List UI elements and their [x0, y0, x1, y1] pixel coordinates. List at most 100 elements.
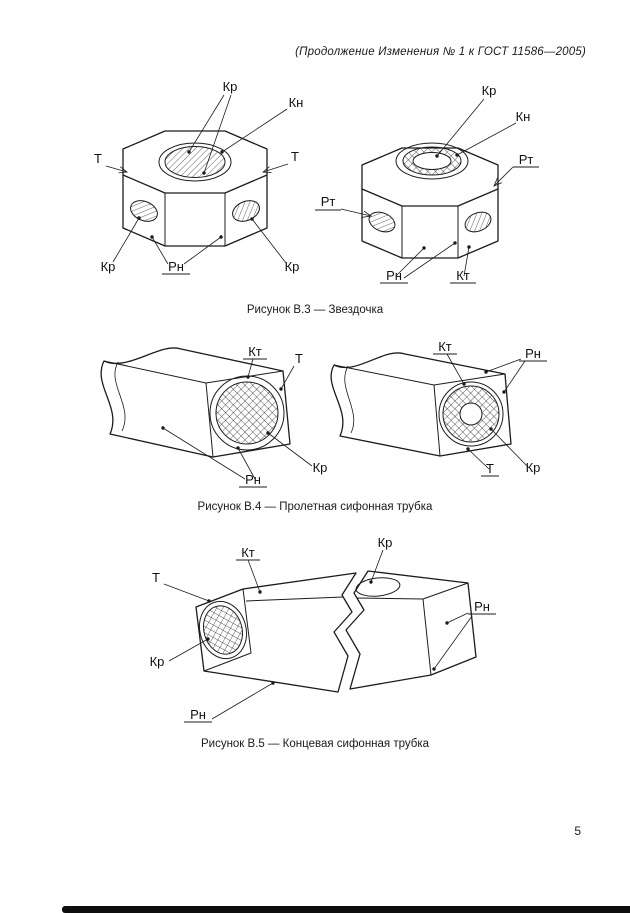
bore-inner [459, 402, 483, 426]
leader-dot [502, 390, 506, 394]
callout-kr-bottom-left: Кр [101, 216, 141, 274]
top-hole-bore [412, 152, 452, 170]
leader-dot [467, 245, 471, 249]
label-kr: Кр [313, 460, 328, 475]
leader-line [168, 638, 209, 662]
wall-ring-outer [442, 385, 500, 443]
tube-left-section-outline [195, 572, 357, 693]
leader-dot [455, 153, 459, 157]
label-rt: Рт [519, 152, 534, 167]
callout-t: Т [466, 447, 499, 477]
callout-rn: Рн [484, 346, 547, 394]
leader-line [263, 163, 289, 172]
right-end-edges [422, 582, 469, 676]
leader-line [247, 358, 254, 378]
top-hole-ring-hatched [403, 147, 461, 175]
side-hole-right [464, 211, 492, 233]
leader-dot [279, 387, 283, 391]
break-wavy-line [114, 361, 126, 432]
callout-kn: Кн [220, 95, 303, 154]
label-rt: Рт [321, 194, 336, 209]
end-bore-hatched [203, 605, 243, 655]
leader-dot [422, 246, 426, 250]
leader-dot [466, 447, 470, 451]
leader-dot [435, 154, 439, 158]
sprocket-left: Кр Кн Т Т Кр [94, 79, 303, 275]
leader-line [112, 217, 140, 263]
bore-rim [438, 381, 504, 447]
leader-line [221, 108, 288, 153]
label-t: Т [94, 151, 102, 166]
callout-kr-bottom-right: Кр [250, 217, 299, 274]
side-hole-left [130, 200, 158, 222]
label-kt: Кт [241, 545, 255, 560]
leader-line [105, 165, 127, 172]
tube-left: Кт Т Рн Кр [100, 344, 327, 488]
crease-left [245, 596, 344, 602]
callout-t-right: Т [263, 149, 299, 172]
leader-line [463, 246, 470, 277]
leader-line [151, 236, 169, 265]
leader-line [267, 432, 313, 467]
wall-ring-hatched [443, 386, 499, 442]
leader-dot [445, 621, 449, 625]
leader-dot [369, 580, 373, 584]
label-kt: Кт [438, 339, 452, 354]
sprocket-body-edges [401, 206, 459, 258]
label-kr: Кр [378, 535, 393, 550]
leader-line [446, 353, 465, 385]
leader-dot [150, 235, 154, 239]
top-hole-rim [395, 142, 469, 180]
tube-end-piece: Кт Кр Т Кр Рн [150, 535, 496, 723]
leader-dot [219, 235, 223, 239]
leader-line [490, 428, 528, 467]
sprocket-body-outline [122, 175, 268, 247]
leader-line [433, 615, 473, 670]
leader-dot [258, 590, 262, 594]
callout-kr-top: Кр [435, 83, 496, 158]
leader-line [183, 236, 222, 265]
figure-b5-caption: Рисунок В.5 — Концевая сифонная трубка [200, 738, 430, 750]
leader-line [340, 208, 371, 216]
label-kr: Кр [285, 259, 300, 274]
label-t: Т [291, 149, 299, 164]
page-header: (Продолжение Изменения № 1 к ГОСТ 11586—… [295, 46, 586, 58]
callout-rn-right: Рн [432, 599, 496, 671]
label-t: Т [295, 351, 303, 366]
leader-line [503, 360, 526, 393]
sprocket-body-outline [361, 189, 499, 259]
callout-t: Т [279, 351, 303, 391]
callout-rt-left: Рт [315, 194, 371, 216]
label-t: Т [152, 570, 160, 585]
leader-line [456, 122, 517, 156]
leader-dot [137, 216, 141, 220]
leader-line [237, 447, 256, 480]
tube-outline [100, 347, 291, 458]
top-hole-ring-outer [402, 146, 462, 176]
bore-hatched [215, 381, 279, 445]
leader-dot [187, 150, 191, 154]
callout-rn: Рн [150, 235, 223, 275]
label-rn: Рн [525, 346, 541, 361]
figure-b5-drawing: Кт Кр Т Кр Рн [150, 535, 496, 723]
callout-kt: Кт [433, 339, 466, 386]
leader-line [403, 242, 456, 279]
leader-dot [484, 370, 488, 374]
leader-line [163, 583, 210, 602]
label-rn: Рн [474, 599, 490, 614]
leader-line [188, 94, 225, 153]
label-kr: Кр [223, 79, 238, 94]
leader-line [251, 218, 287, 264]
callout-kr: Кр [266, 431, 327, 475]
top-hole-rim [158, 142, 232, 182]
label-kr: Кр [526, 460, 541, 475]
figure-b4-drawing: Кт Т Рн Кр [100, 339, 547, 488]
leader-dot [161, 426, 165, 430]
figure-b4-caption: Рисунок В.4 — Пролетная сифонная трубка [197, 501, 433, 513]
tube-outline [330, 352, 512, 457]
leader-dot [206, 637, 210, 641]
leader-dot [432, 667, 436, 671]
leader-line [485, 358, 522, 373]
tube-inner-edges [333, 364, 506, 457]
callout-kr-top: Кр [369, 535, 392, 584]
